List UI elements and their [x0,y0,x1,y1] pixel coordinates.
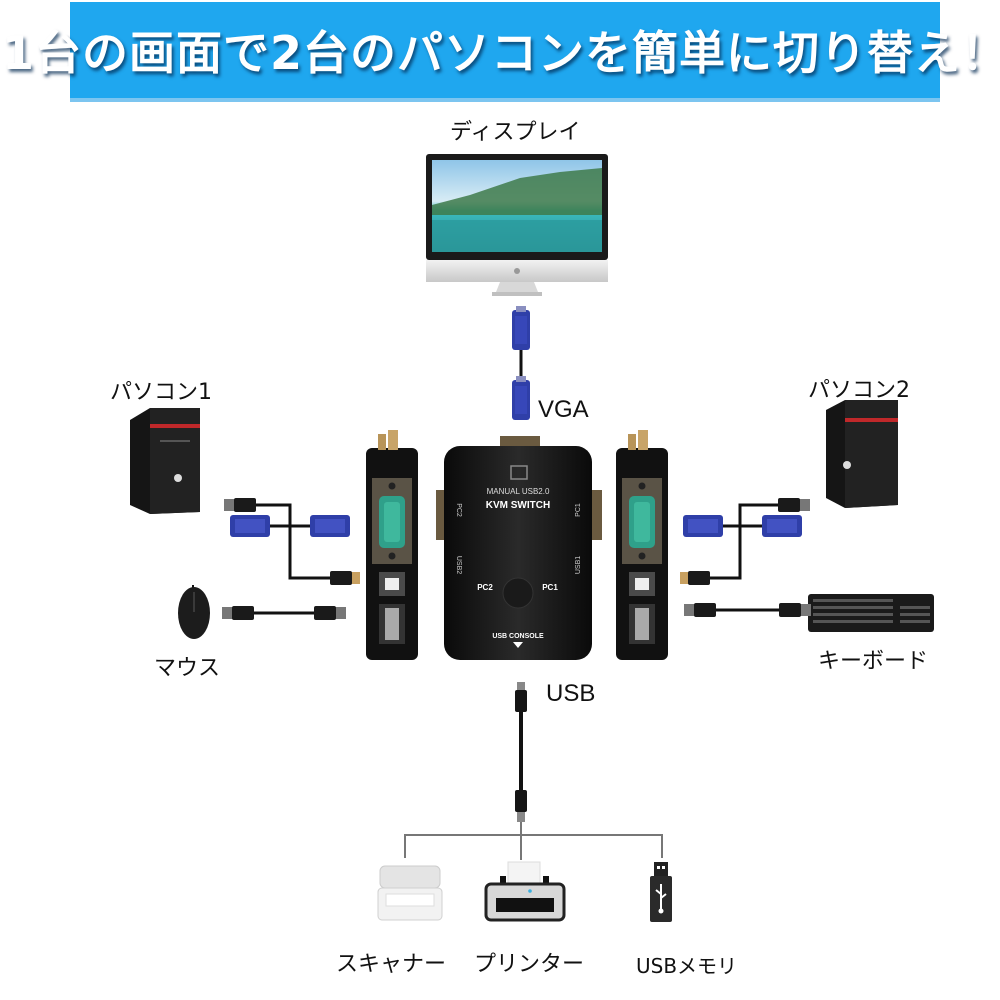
kvm-side-left [366,430,418,660]
kvm-button-label-left: PC2 [477,583,493,592]
label-usb-memory: USBメモリ [636,954,738,978]
kvm-side-label-pc2: PC2 [455,503,462,517]
tower-pc-icon [826,400,898,508]
kvm-side-label-pc1: PC1 [575,503,582,517]
cable-pc1 [224,498,360,585]
scanner-icon [377,865,443,921]
peripheral-branch [404,822,663,860]
label-usb: USB [546,680,596,707]
label-pc1: パソコン1 [110,380,212,405]
kvm-model-line: MANUAL USB2.0 [487,487,550,496]
cable-mouse [222,606,346,620]
tower-pc-icon [130,408,200,514]
label-pc2: パソコン2 [808,378,910,403]
title-banner: 1台の画面で2台のパソコンを簡単に切り替え！ [2,2,1000,102]
usb-stick-icon [650,862,672,922]
kvm-button-label-right: PC1 [542,583,558,592]
banner-title: 1台の画面で2台のパソコンを簡単に切り替え！ [2,26,1000,80]
usb-cable-console [515,682,527,822]
label-keyboard: キーボード [818,649,929,674]
kvm-switch-body [436,436,602,660]
label-mouse: マウス [154,656,221,681]
monitor-icon [426,154,608,296]
mouse-icon [178,585,210,639]
label-scanner: スキャナー [336,952,447,977]
kvm-side-right [616,430,668,660]
kvm-name: KVM SWITCH [486,500,550,511]
cable-pc2 [680,498,810,585]
printer-icon [484,861,566,922]
kvm-side-label-usb1: USB1 [575,556,582,574]
kvm-side-label-usb2: USB2 [455,556,462,574]
vga-cable-display [512,306,530,420]
label-vga: VGA [538,396,589,423]
label-printer: プリンター [474,952,585,977]
label-display: ディスプレイ [450,120,581,145]
kvm-console-label: USB CONSOLE [492,633,544,640]
cable-keyboard [684,603,811,617]
keyboard-icon [808,594,934,632]
